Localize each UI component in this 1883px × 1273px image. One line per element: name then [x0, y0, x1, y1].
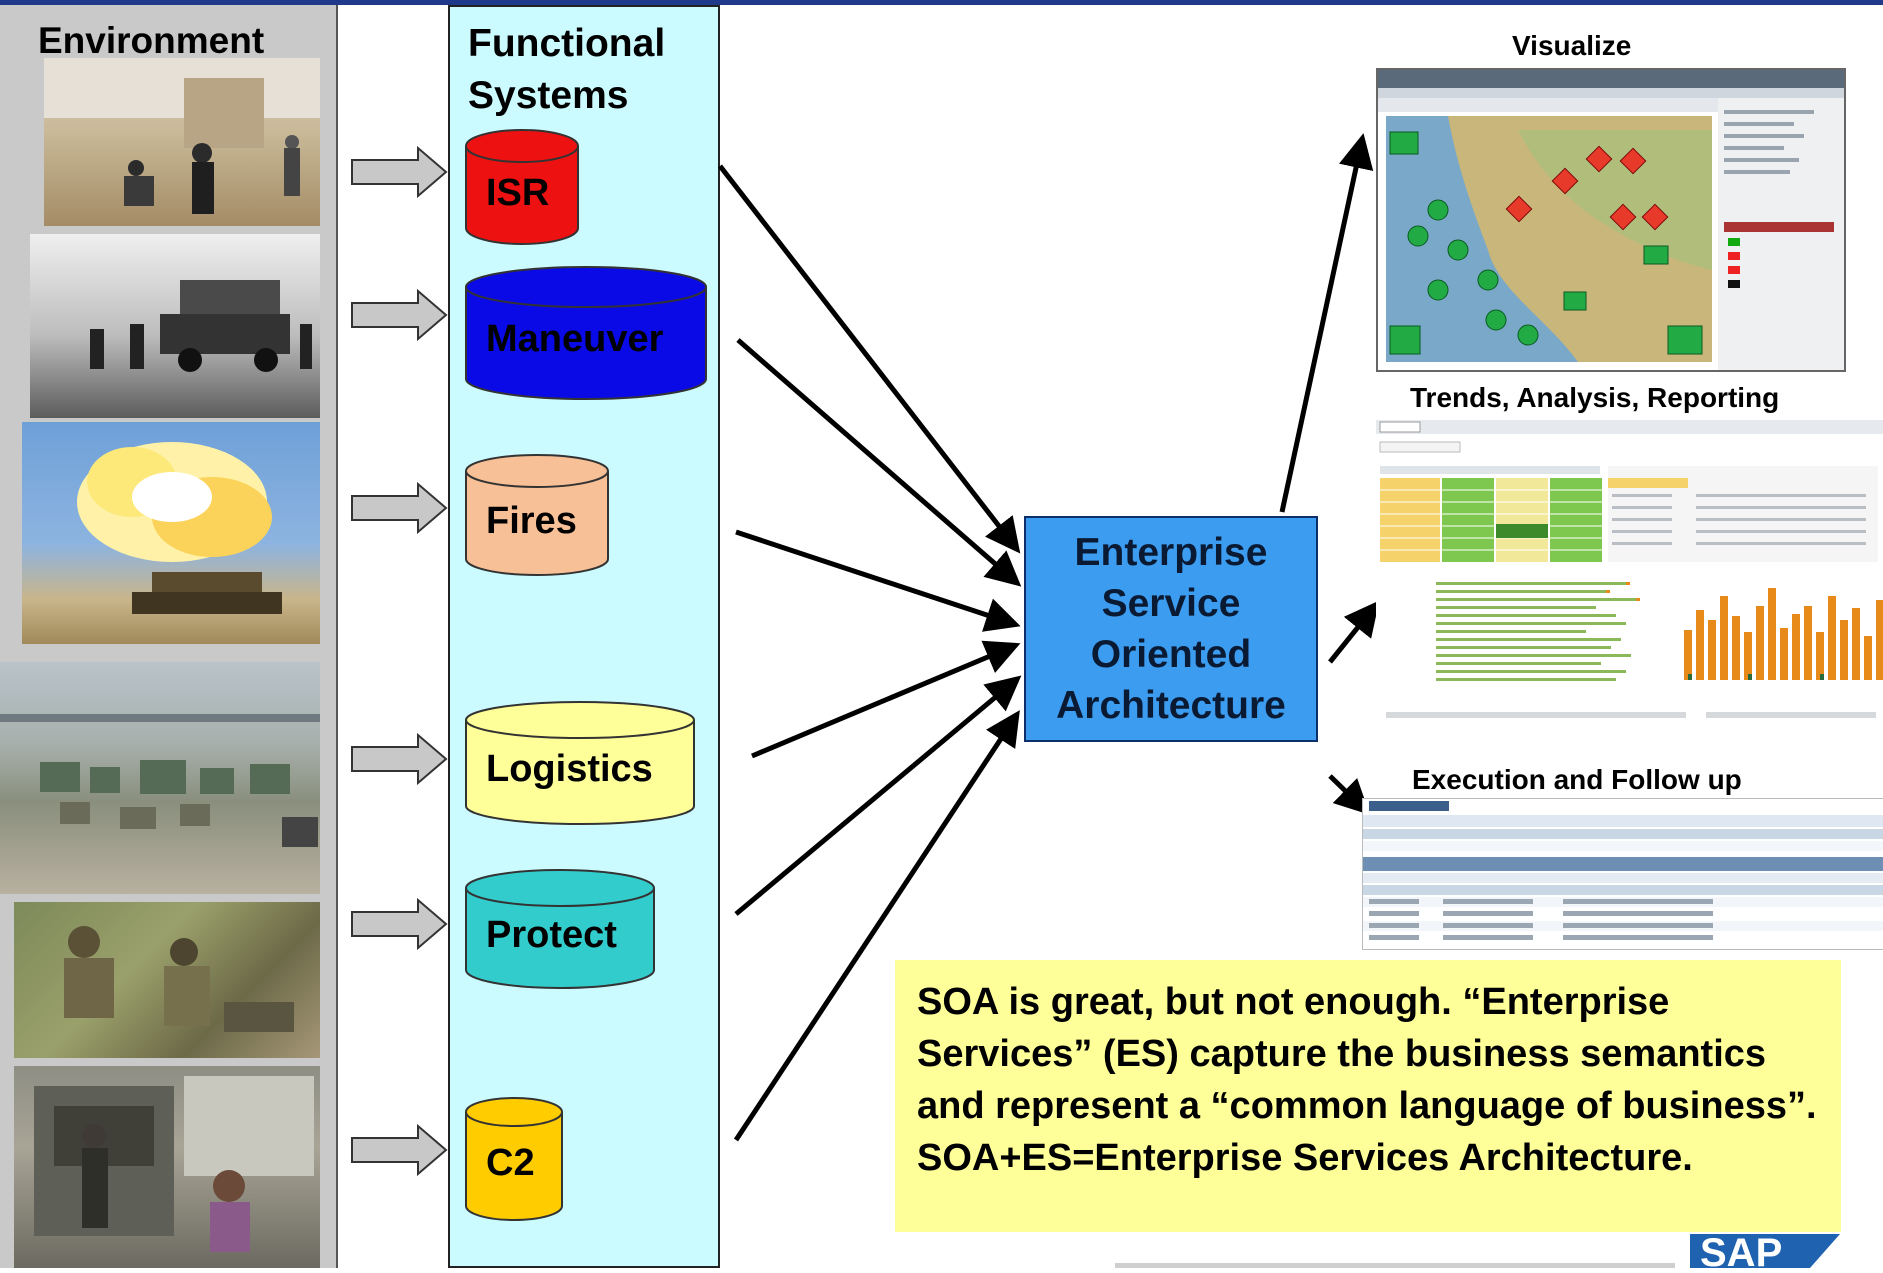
- functional-systems-title-line2: Systems: [468, 74, 629, 117]
- photo-logistics-yard: [0, 662, 320, 894]
- arrow-esoa-to-visualize: [1279, 133, 1374, 513]
- trends-screenshot: [1376, 420, 1883, 730]
- cylinder-c2: [465, 1097, 563, 1221]
- sap-logo: SAP: [1690, 1220, 1850, 1273]
- esoa-label: Enterprise Service Oriented Architecture: [1056, 531, 1286, 727]
- arrow-fires-to-esoa: [735, 529, 1021, 632]
- caption-visualize: Visualize: [1512, 30, 1632, 61]
- label-logistics: Logistics: [486, 748, 653, 790]
- environment-title: Environment: [38, 20, 265, 61]
- block-arrow-fires: [351, 481, 448, 535]
- cylinder-logistics: [465, 701, 695, 825]
- arrow-logistics-to-esoa: [751, 640, 1021, 759]
- cylinder-isr: [465, 129, 579, 245]
- footer-line: [1115, 1263, 1675, 1268]
- photo-command-post: [14, 1066, 320, 1268]
- block-arrow-isr: [351, 145, 448, 199]
- block-arrow-c2: [351, 1123, 448, 1177]
- caption-execution: Execution and Follow up: [1412, 764, 1742, 795]
- block-arrow-logistics: [351, 732, 448, 786]
- photo-humvee: [30, 234, 320, 418]
- photo-soldiers-street: [44, 58, 320, 226]
- sap-logo-text: SAP: [1700, 1231, 1782, 1268]
- label-maneuver: Maneuver: [486, 318, 664, 360]
- photo-artillery: [22, 422, 320, 644]
- esoa-box: Enterprise Service Oriented Architecture: [1024, 516, 1318, 742]
- cylinder-protect: [465, 869, 655, 989]
- visualize-screenshot: [1376, 68, 1846, 372]
- arrow-maneuver-to-esoa: [736, 338, 1022, 587]
- arrow-protect-to-esoa: [734, 675, 1022, 916]
- photo-camouflaged-soldiers: [14, 902, 320, 1058]
- label-protect: Protect: [486, 914, 617, 956]
- cylinder-fires: [465, 454, 609, 576]
- block-arrow-protect: [351, 897, 448, 951]
- functional-systems-title: Functional Systems: [468, 18, 665, 122]
- label-isr: ISR: [486, 172, 550, 214]
- caption-trends: Trends, Analysis, Reporting: [1410, 382, 1780, 413]
- cylinder-maneuver: [465, 266, 707, 400]
- functional-systems-title-line1: Functional: [468, 22, 666, 65]
- block-arrow-maneuver: [351, 288, 448, 342]
- execution-screenshot: [1362, 798, 1883, 950]
- label-fires: Fires: [486, 500, 577, 542]
- arrow-isr-to-esoa: [718, 164, 1021, 554]
- note-box: SOA is great, but not enough. “Enterpris…: [895, 960, 1841, 1232]
- arrow-esoa-to-trends: [1328, 600, 1380, 664]
- arrow-to-execution: [1328, 774, 1371, 815]
- arrow-c2-to-esoa: [733, 710, 1020, 1142]
- top-border: [0, 0, 1883, 5]
- note-text: SOA is great, but not enough. “Enterpris…: [917, 981, 1817, 1179]
- label-c2: C2: [486, 1142, 535, 1184]
